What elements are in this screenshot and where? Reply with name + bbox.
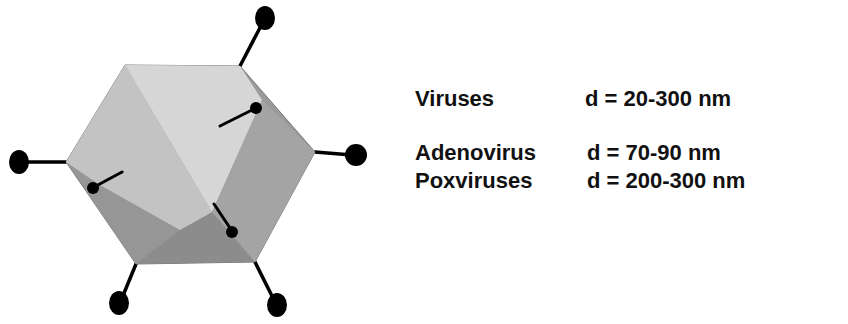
virus-label: Poxviruses — [415, 168, 532, 194]
size-value: d = 20-300 nm — [585, 86, 731, 112]
virus-label: Viruses — [415, 86, 494, 112]
fiber-spikes — [24, 22, 352, 300]
capsid-face — [66, 65, 212, 230]
virus-label: Adenovirus — [415, 140, 536, 166]
capsid-outline — [66, 65, 315, 264]
size-value: d = 70-90 nm — [587, 140, 721, 166]
size-value: d = 200-300 nm — [587, 168, 745, 194]
spike-knobs — [9, 6, 367, 317]
inner-spikes — [96, 110, 252, 228]
